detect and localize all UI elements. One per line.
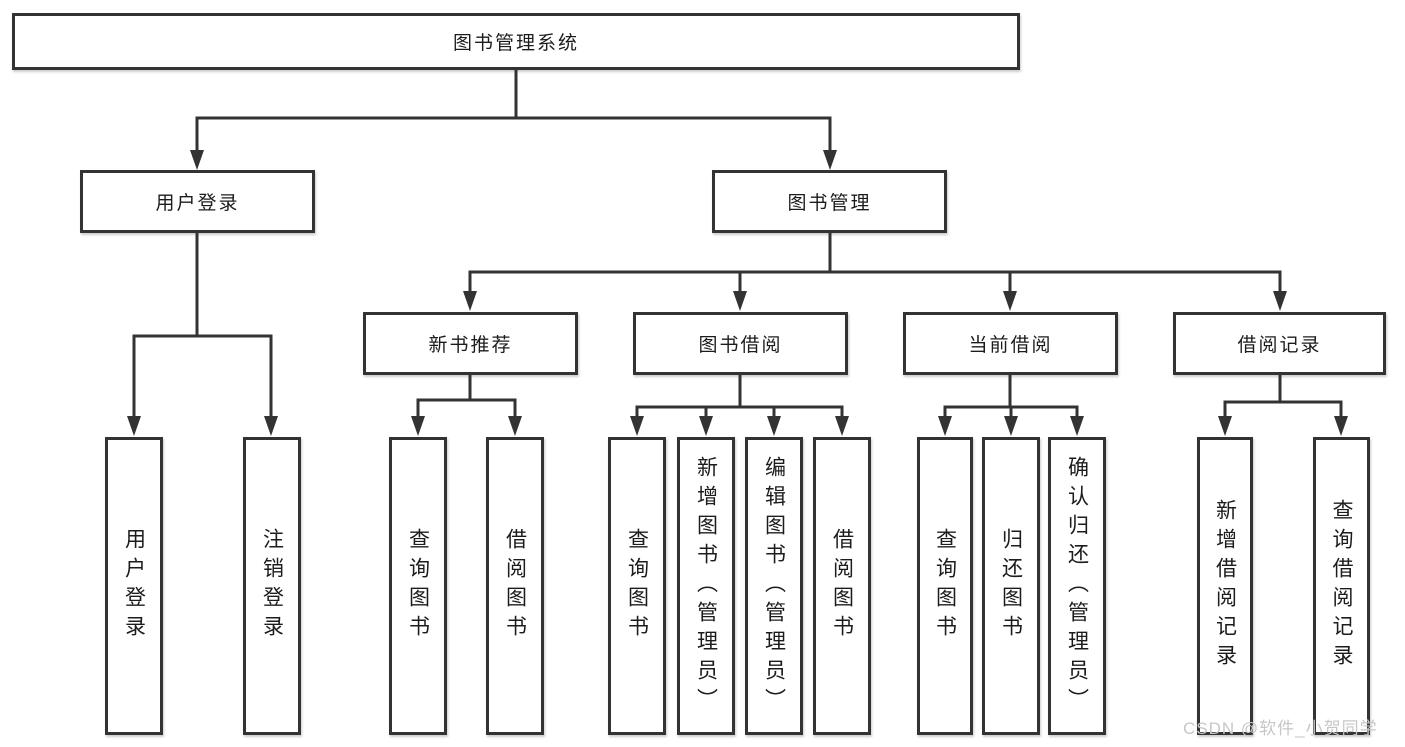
leaf-current-query-books: 查询图书 — [917, 437, 973, 735]
node-book-borrow: 图书借阅 — [633, 312, 848, 375]
node-label: 新书推荐 — [428, 335, 513, 356]
leaf-label: 用户登录 — [122, 528, 146, 644]
node-label: 用户登录 — [155, 193, 240, 214]
node-new-book-recommend: 新书推荐 — [363, 312, 578, 375]
leaf-records-add-borrow-record: 新增借阅记录 — [1197, 437, 1253, 735]
leaf-user-login: 用户登录 — [105, 437, 163, 735]
leaf-current-confirm-return-admin: 确认归还（管理员） — [1048, 437, 1106, 735]
leaf-label: 新增借阅记录 — [1213, 499, 1237, 673]
leaf-label: 确认归还（管理员） — [1065, 455, 1089, 717]
node-user-login: 用户登录 — [80, 170, 315, 233]
leaf-borrow-edit-books-admin: 编辑图书（管理员） — [745, 437, 803, 735]
watermark: CSDN @软件_小贺同学 — [1183, 719, 1378, 738]
node-label: 当前借阅 — [968, 335, 1053, 356]
node-current-borrow: 当前借阅 — [903, 312, 1118, 375]
leaf-label: 注销登录 — [260, 528, 284, 644]
node-borrow-records: 借阅记录 — [1173, 312, 1386, 375]
leaf-label: 借阅图书 — [503, 528, 527, 644]
leaf-label: 查询借阅记录 — [1330, 499, 1353, 673]
leaf-borrow-query-books: 查询图书 — [608, 437, 666, 735]
leaf-label: 查询图书 — [933, 528, 957, 644]
leaf-label: 查询图书 — [625, 528, 649, 644]
leaf-borrow-borrow-books: 借阅图书 — [813, 437, 871, 735]
leaf-recommend-borrow-books: 借阅图书 — [486, 437, 544, 735]
leaf-borrow-add-books-admin: 新增图书（管理员） — [677, 437, 735, 735]
leaf-label: 编辑图书（管理员） — [762, 455, 786, 717]
node-label: 图书借阅 — [698, 335, 783, 356]
leaf-label: 借阅图书 — [830, 528, 854, 644]
node-label: 图书管理系统 — [452, 33, 579, 54]
leaf-recommend-query-books: 查询图书 — [389, 437, 447, 735]
node-library-management-system: 图书管理系统 — [12, 13, 1020, 70]
node-label: 图书管理 — [787, 193, 872, 214]
leaf-label: 归还图书 — [999, 528, 1023, 644]
leaf-current-return-books: 归还图书 — [982, 437, 1040, 735]
leaf-label: 查询图书 — [406, 528, 430, 644]
leaf-logout: 注销登录 — [243, 437, 301, 735]
node-label: 借阅记录 — [1237, 335, 1322, 356]
node-book-management: 图书管理 — [712, 170, 947, 233]
leaf-records-query-borrow-record: 查询借阅记录 — [1313, 437, 1370, 735]
leaf-label: 新增图书（管理员） — [694, 455, 718, 717]
